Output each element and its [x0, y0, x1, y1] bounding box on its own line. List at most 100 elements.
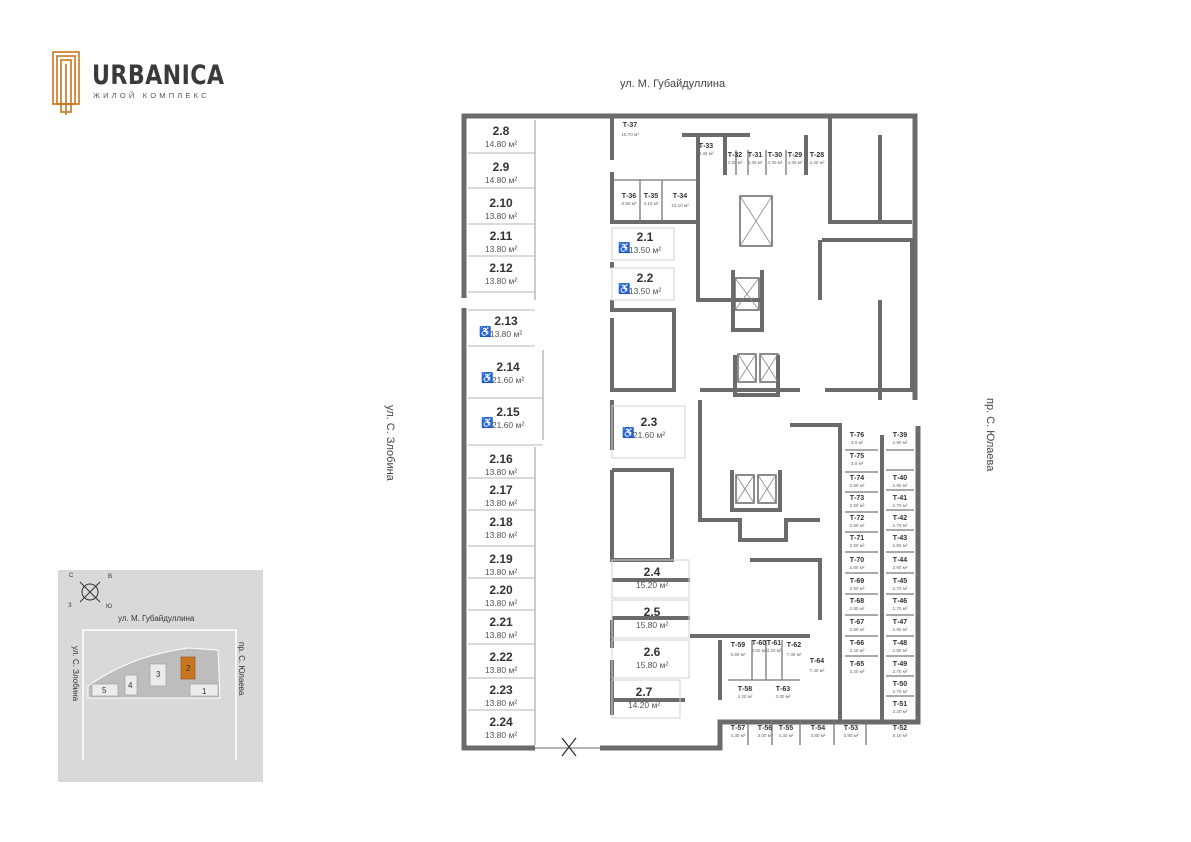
storage-number[interactable]: Т-58 — [738, 686, 753, 693]
unit-area: 13.80 м² — [485, 598, 517, 608]
unit-number[interactable]: 2.10 — [489, 196, 513, 210]
minimap-building-2[interactable]: 2 — [186, 664, 191, 673]
unit-number[interactable]: 2.2 — [637, 271, 654, 285]
storage-area: 2.90 м² — [893, 440, 908, 445]
storage-area: 10.70 м² — [621, 132, 639, 137]
storage-number[interactable]: Т-55 — [779, 725, 794, 732]
storage-number[interactable]: Т-47 — [893, 619, 908, 626]
unit-number[interactable]: 2.19 — [489, 552, 513, 566]
storage-area: 3.00 м² — [752, 648, 767, 653]
unit-area: 21.60 м² — [492, 375, 524, 385]
storage-number[interactable]: Т-69 — [850, 578, 865, 585]
storage-number[interactable]: Т-50 — [893, 681, 908, 688]
storage-number[interactable]: Т-52 — [893, 725, 908, 732]
storage-number[interactable]: Т-43 — [893, 535, 908, 542]
storage-number[interactable]: Т-34 — [673, 193, 688, 200]
unit-number[interactable]: 2.22 — [489, 650, 513, 664]
unit-number[interactable]: 2.6 — [644, 645, 661, 659]
unit-number[interactable]: 2.4 — [644, 565, 661, 579]
storage-number[interactable]: Т-39 — [893, 432, 908, 439]
storage-number[interactable]: Т-65 — [850, 661, 865, 668]
storage-number[interactable]: Т-70 — [850, 557, 865, 564]
unit-number[interactable]: 2.7 — [636, 685, 653, 699]
storage-number[interactable]: Т-75 — [850, 453, 865, 460]
storage-number[interactable]: Т-35 — [644, 193, 659, 200]
storage-number[interactable]: Т-63 — [776, 686, 791, 693]
storage-number[interactable]: Т-42 — [893, 515, 908, 522]
storage-number[interactable]: Т-53 — [844, 725, 859, 732]
minimap-building-1[interactable]: 1 — [202, 687, 207, 696]
unit-area: 13.50 м² — [629, 245, 661, 255]
storage-number[interactable]: Т-31 — [748, 152, 763, 159]
storage-number[interactable]: Т-30 — [768, 152, 783, 159]
storage-area: 4.30 м² — [768, 160, 783, 165]
unit-number[interactable]: 2.24 — [489, 715, 513, 729]
storage-number[interactable]: Т-48 — [893, 640, 908, 647]
storage-number[interactable]: Т-32 — [728, 152, 743, 159]
storage-area: 10.10 м² — [671, 203, 689, 208]
storage-number[interactable]: Т-57 — [731, 725, 746, 732]
storage-number[interactable]: Т-28 — [810, 152, 825, 159]
storage-number[interactable]: Т-60 — [752, 640, 767, 647]
unit-number[interactable]: 2.17 — [489, 483, 513, 497]
storage-number[interactable]: Т-56 — [758, 725, 773, 732]
storage-number[interactable]: Т-37 — [623, 122, 638, 129]
unit-number[interactable]: 2.12 — [489, 261, 513, 275]
unit-number[interactable]: 2.18 — [489, 515, 513, 529]
minimap-building-3[interactable]: 3 — [156, 670, 161, 679]
storage-number[interactable]: Т-36 — [622, 193, 637, 200]
minimap-building-4[interactable]: 4 — [128, 681, 133, 690]
storage-number[interactable]: Т-41 — [893, 495, 908, 502]
storage-number[interactable]: Т-74 — [850, 475, 865, 482]
storage-number[interactable]: Т-51 — [893, 701, 908, 708]
storage-number[interactable]: Т-67 — [850, 619, 865, 626]
unit-number[interactable]: 2.15 — [496, 405, 520, 419]
unit-area: 21.60 м² — [633, 430, 665, 440]
storage-number[interactable]: Т-45 — [893, 578, 908, 585]
minimap-top-street: ул. М. Губайдуллина — [118, 614, 195, 623]
storage-number[interactable]: Т-49 — [893, 661, 908, 668]
storage-number[interactable]: Т-64 — [810, 658, 825, 665]
storage-number[interactable]: Т-54 — [811, 725, 826, 732]
storage-area: 2.80 м² — [850, 586, 865, 591]
storage-number[interactable]: Т-62 — [787, 642, 802, 649]
minimap-building-5[interactable]: 5 — [102, 686, 107, 695]
storage-number[interactable]: Т-29 — [788, 152, 803, 159]
unit-area: 13.80 м² — [485, 276, 517, 286]
storage-area: 3.0 м² — [851, 440, 864, 445]
storage-area: 3.80 м² — [844, 733, 859, 738]
storage-number[interactable]: Т-73 — [850, 495, 865, 502]
storage-number[interactable]: Т-46 — [893, 598, 908, 605]
storage-number[interactable]: Т-33 — [699, 143, 714, 150]
storage-area: 6.50 м² — [622, 201, 637, 206]
unit-area: 14.80 м² — [485, 175, 517, 185]
storage-number[interactable]: Т-72 — [850, 515, 865, 522]
unit-number[interactable]: 2.16 — [489, 452, 513, 466]
storage-number[interactable]: Т-66 — [850, 640, 865, 647]
storage-area: 3.80 м² — [811, 733, 826, 738]
unit-area: 13.80 м² — [485, 730, 517, 740]
unit-number[interactable]: 2.9 — [493, 160, 510, 174]
unit-number[interactable]: 2.11 — [490, 229, 513, 243]
storage-number[interactable]: Т-76 — [850, 432, 865, 439]
storage-number[interactable]: Т-61 — [767, 640, 782, 647]
unit-number[interactable]: 2.20 — [489, 583, 513, 597]
unit-number[interactable]: 2.13 — [494, 314, 518, 328]
storage-number[interactable]: Т-68 — [850, 598, 865, 605]
unit-number[interactable]: 2.3 — [641, 415, 658, 429]
unit-number[interactable]: 2.8 — [493, 124, 510, 138]
storage-number[interactable]: Т-59 — [731, 642, 746, 649]
compass-n: С — [69, 573, 74, 579]
unit-number[interactable]: 2.21 — [489, 615, 513, 629]
unit-number[interactable]: 2.1 — [637, 230, 654, 244]
unit-number[interactable]: 2.23 — [489, 683, 513, 697]
storage-number[interactable]: Т-71 — [850, 535, 865, 542]
storage-number[interactable]: Т-44 — [893, 557, 908, 564]
storage-number[interactable]: Т-40 — [893, 475, 908, 482]
street-top-label: ул. М. Губайдуллина — [620, 78, 726, 90]
unit-number[interactable]: 2.5 — [644, 605, 661, 619]
unit-number[interactable]: 2.14 — [496, 360, 520, 374]
unit-area: 21.60 м² — [492, 420, 524, 430]
storage-area: 7.30 м² — [787, 652, 802, 657]
storage-area: 6.80 м² — [731, 652, 746, 657]
